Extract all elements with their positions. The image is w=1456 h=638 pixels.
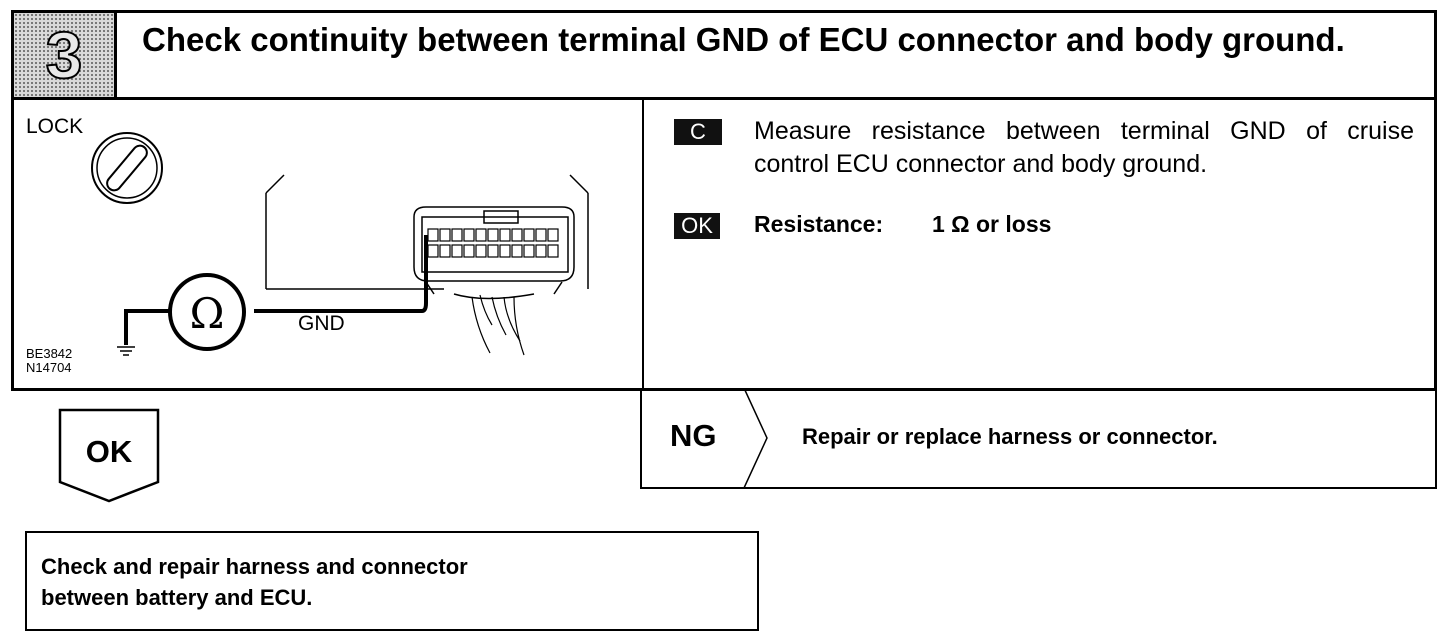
ng-branch-label: NG	[670, 418, 717, 453]
figure-code-1: BE3842	[26, 346, 73, 361]
result-line-2: between battery and ECU.	[41, 585, 313, 610]
wiring-illustration: Ω LOCK GND BE3842 N14704	[14, 97, 642, 388]
result-line-1: Check and repair harness and connector	[41, 554, 468, 579]
figure-code-2: N14704	[26, 360, 72, 375]
result-text: Check and repair harness and connector b…	[41, 551, 741, 613]
spec-value: 1 Ω or loss	[932, 211, 1052, 237]
step-number: 3	[45, 17, 84, 93]
figure-code: BE3842 N14704	[26, 347, 72, 375]
ecu-housing	[265, 174, 589, 290]
ground-lead	[124, 309, 170, 345]
ohm-symbol: Ω	[190, 289, 225, 338]
gnd-label: GND	[298, 312, 345, 335]
step-number-box: 3	[14, 13, 117, 97]
connector-diagram: Ω	[91, 132, 589, 356]
wire-harness	[471, 294, 525, 356]
result-box: Check and repair harness and connector b…	[25, 531, 759, 631]
lock-label: LOCK	[26, 115, 84, 138]
step-header: 3 Check continuity between terminal GND …	[11, 10, 1437, 100]
panel-divider	[642, 97, 644, 391]
ignition-key-icon	[91, 132, 163, 204]
step-title: Check continuity between terminal GND of…	[142, 21, 1345, 58]
test-lead	[254, 235, 428, 313]
check-tag: C	[674, 119, 722, 145]
ohmmeter-icon	[168, 273, 246, 351]
ground-symbol	[117, 346, 135, 356]
ok-tag: OK	[674, 213, 720, 239]
procedure-panel: Ω LOCK GND BE3842 N14704 C Measure resis…	[11, 97, 1437, 391]
connector-terminals	[427, 228, 559, 258]
chevron-right-icon	[743, 388, 768, 488]
ok-arrow-icon	[58, 408, 160, 503]
spec-label: Resistance:	[754, 211, 884, 237]
instruction-text: Measure resistance between terminal GND …	[754, 117, 1414, 178]
ng-action-text: Repair or replace harness or connector.	[802, 424, 1218, 449]
ecu-connector	[413, 206, 575, 300]
ng-branch-box: NG Repair or replace harness or connecto…	[640, 388, 1437, 489]
instruction-area: C Measure resistance between terminal GN…	[674, 97, 1414, 388]
ok-branch-label: OK	[85, 434, 133, 469]
